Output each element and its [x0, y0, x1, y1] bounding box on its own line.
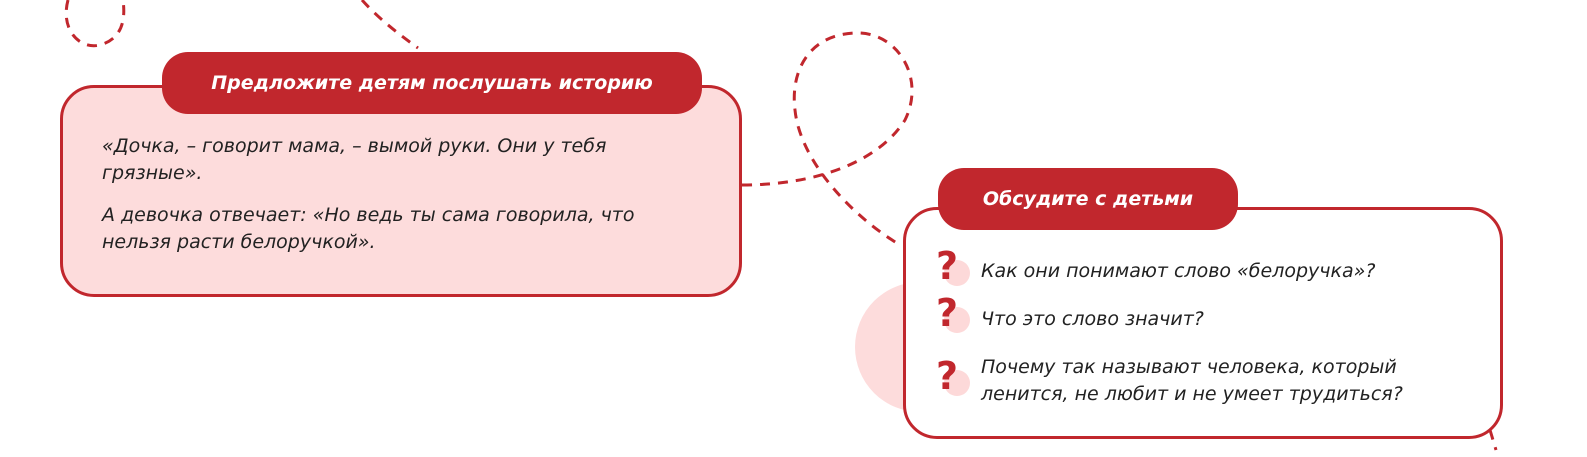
story-paragraph-1: «Дочка, – говорит мама, – вымой руки. Он… [102, 135, 607, 184]
story-title: Предложите детям послушать историю [162, 52, 702, 114]
question-1: Как они понимают слово «белоручка»? [981, 260, 1376, 282]
question-mark-icon: ? [936, 291, 976, 337]
question-mark-icon: ? [936, 354, 976, 400]
discuss-title: Обсудите с детьми [938, 168, 1238, 230]
discuss-card [903, 207, 1503, 439]
question-mark-icon: ? [936, 244, 976, 290]
story-paragraph-2: А девочка отвечает: «Но ведь ты сама гов… [102, 204, 635, 253]
story-card [60, 85, 742, 297]
question-2: Что это слово значит? [981, 308, 1204, 330]
question-3: Почему так называют человека, который ле… [981, 356, 1403, 405]
